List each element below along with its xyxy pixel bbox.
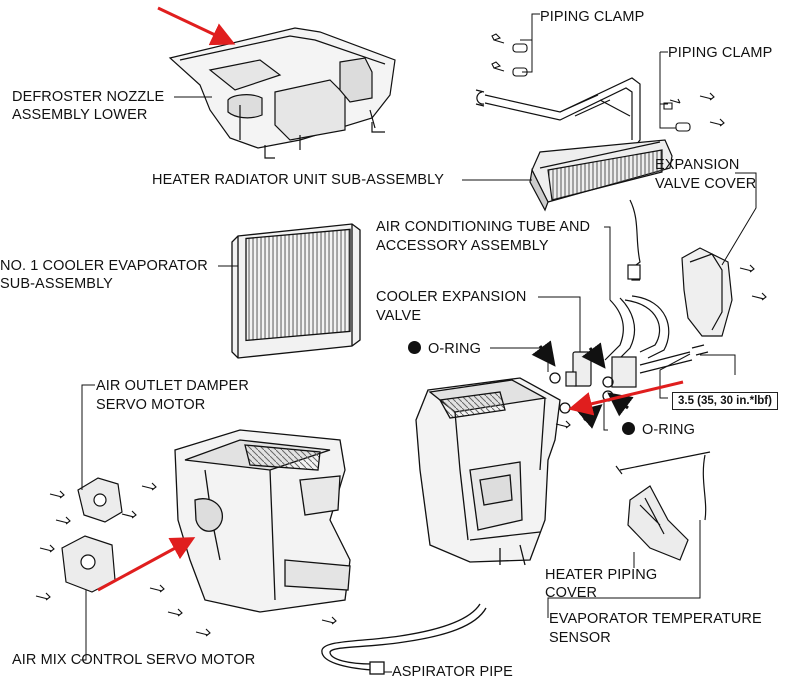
label-ac-tube-line2: ACCESSORY ASSEMBLY bbox=[376, 238, 549, 254]
label-heater-piping-line1: HEATER PIPING bbox=[545, 567, 658, 583]
label-heater-piping-line2: COVER bbox=[545, 585, 598, 601]
label-piping-clamp-top: PIPING CLAMP bbox=[540, 9, 645, 25]
label-ac-tube-line1: AIR CONDITIONING TUBE AND bbox=[376, 219, 591, 235]
piping-part bbox=[475, 77, 641, 151]
air-outlet-servo-part bbox=[77, 477, 123, 523]
red-arrows bbox=[97, 6, 684, 592]
heater-case-left-part bbox=[174, 429, 351, 613]
evaporator-temp-sensor-part bbox=[615, 451, 711, 521]
torque-spec-box: 3.5 (35, 30 in.*lbf) bbox=[672, 392, 778, 410]
bolt-icons-top bbox=[491, 33, 767, 301]
cooler-expansion-valve-part bbox=[565, 351, 592, 387]
label-cooler-valve-line1: COOLER EXPANSION bbox=[376, 289, 527, 305]
heater-case-right-part bbox=[415, 377, 561, 566]
o-ring-marker-icon bbox=[622, 422, 635, 435]
heater-radiator-part bbox=[529, 139, 673, 281]
aspirator-pipe-part bbox=[321, 603, 487, 675]
label-evaporator-line2: SUB-ASSEMBLY bbox=[0, 276, 113, 292]
label-cooler-valve-line2: VALVE bbox=[376, 308, 422, 324]
label-defroster-line1: DEFROSTER NOZZLE bbox=[12, 89, 165, 105]
o-ring-marker-icon bbox=[408, 341, 421, 354]
heater-piping-cover-part bbox=[627, 485, 689, 561]
ac-tube-part bbox=[604, 295, 709, 388]
label-expansion-cover-line2: VALVE COVER bbox=[655, 176, 757, 192]
label-evap-temp-line1: EVAPORATOR TEMPERATURE bbox=[549, 611, 762, 627]
expansion-valve-cover-part bbox=[681, 247, 733, 337]
label-o-ring-lower: O-RING bbox=[622, 421, 695, 440]
o-ring-lower-text: O-RING bbox=[642, 422, 695, 438]
label-evaporator-line1: NO. 1 COOLER EVAPORATOR bbox=[0, 258, 208, 274]
bolt-icons-left bbox=[35, 420, 571, 637]
label-air-outlet-line2: SERVO MOTOR bbox=[96, 397, 206, 413]
label-heater-radiator: HEATER RADIATOR UNIT SUB-ASSEMBLY bbox=[152, 172, 445, 188]
air-mix-servo-part bbox=[61, 535, 116, 593]
label-o-ring-upper: O-RING bbox=[408, 340, 481, 359]
cooler-evaporator-part bbox=[231, 223, 361, 359]
defroster-nozzle-part bbox=[168, 27, 396, 159]
label-piping-clamp-right: PIPING CLAMP bbox=[668, 45, 773, 61]
label-evap-temp-line2: SENSOR bbox=[549, 630, 611, 646]
label-defroster-line2: ASSEMBLY LOWER bbox=[12, 107, 148, 123]
o-ring-upper-text: O-RING bbox=[428, 341, 481, 357]
label-air-mix-servo: AIR MIX CONTROL SERVO MOTOR bbox=[12, 652, 256, 668]
label-aspirator-pipe: ASPIRATOR PIPE bbox=[392, 664, 513, 680]
label-expansion-cover-line1: EXPANSION bbox=[655, 157, 740, 173]
label-air-outlet-line1: AIR OUTLET DAMPER bbox=[96, 378, 249, 394]
leader-lines bbox=[80, 13, 757, 673]
